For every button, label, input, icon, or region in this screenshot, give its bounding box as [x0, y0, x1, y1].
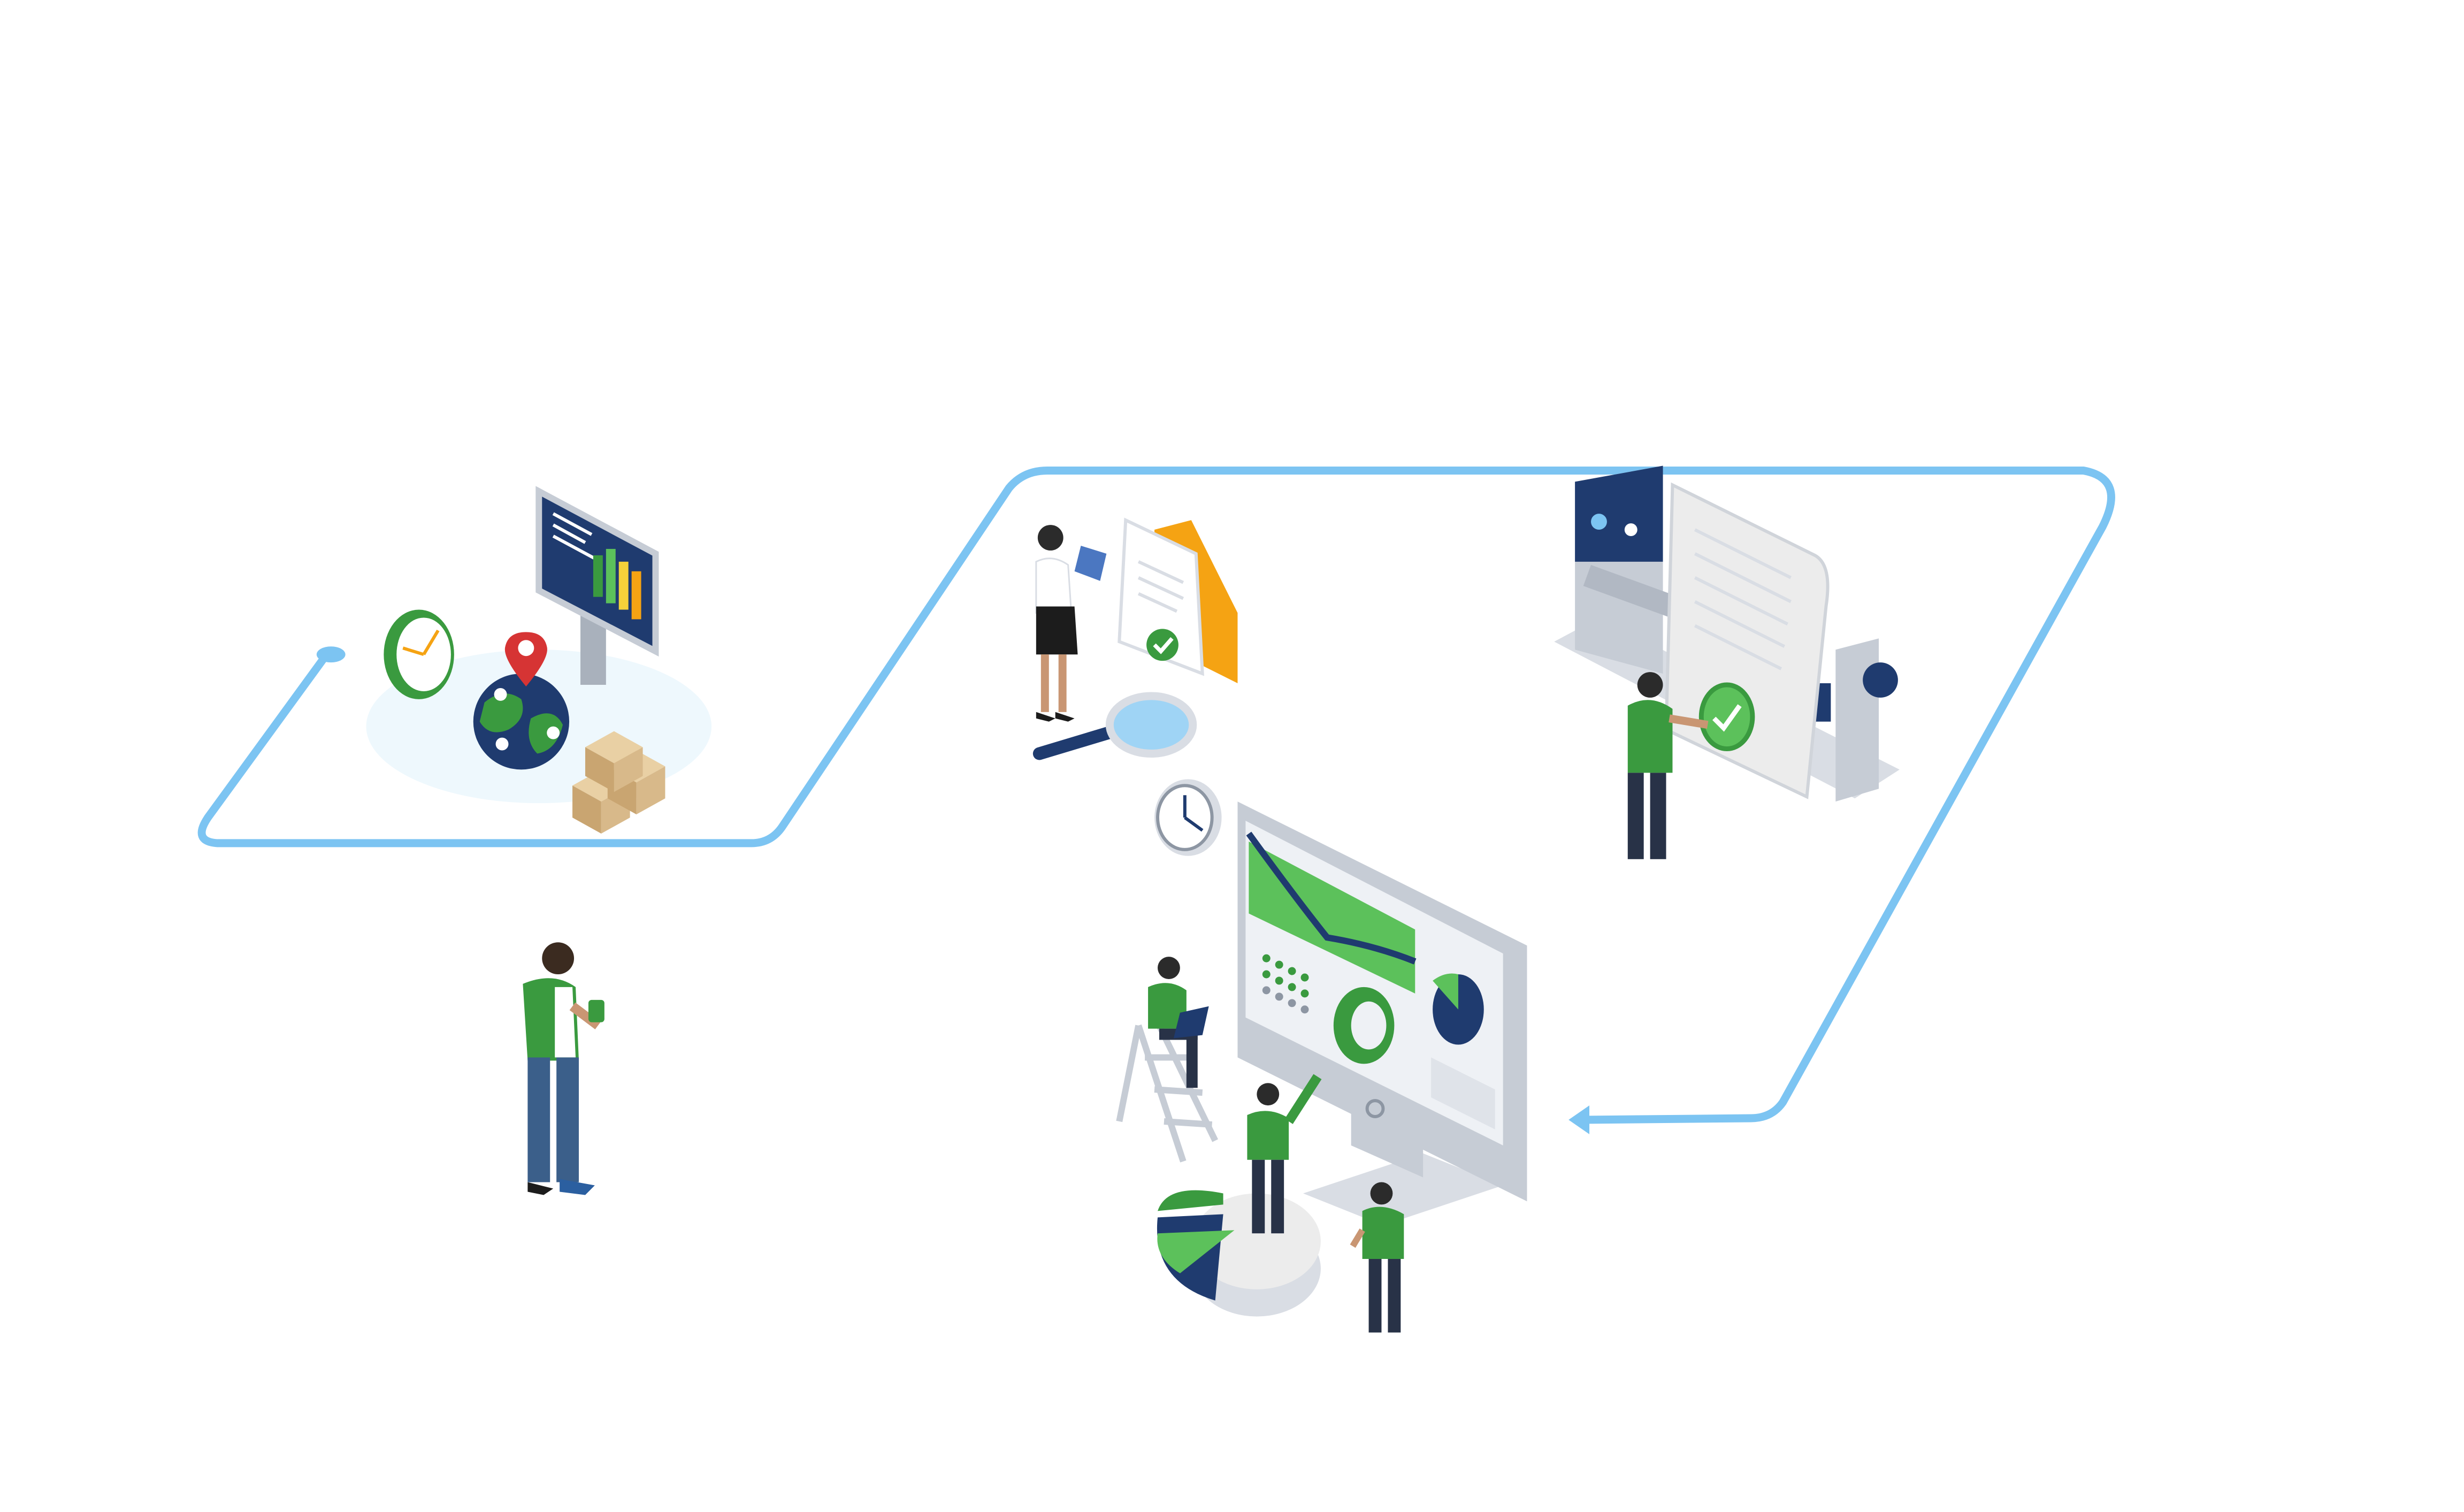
- billboard-chart-icon: [535, 486, 659, 685]
- ladder: [1116, 1024, 1218, 1163]
- manufacturing-machine: [1554, 465, 1900, 859]
- map-pin-icon: [504, 632, 547, 686]
- analytics-dashboard: [1116, 779, 1527, 1333]
- standing-person: [523, 942, 604, 1195]
- path-arrow-icon: [1568, 1105, 1590, 1134]
- pie-chart-icon: [1157, 1190, 1321, 1317]
- worker: [1627, 672, 1709, 859]
- document-scroll: [1664, 482, 1830, 799]
- clock-icon: [384, 609, 454, 699]
- approved-document-icon: [1118, 517, 1204, 676]
- globe-icon: [473, 674, 570, 770]
- path-start-dot: [316, 646, 346, 663]
- magnifier-icon: [1032, 692, 1197, 760]
- document-review: [1032, 517, 1238, 760]
- wall-clock-icon: [1154, 779, 1222, 856]
- monitor-dashboard: [1237, 801, 1527, 1226]
- flow-path: [197, 466, 2115, 1134]
- team-members: [1148, 957, 1404, 1333]
- check-badge-icon: [1698, 682, 1755, 752]
- boxes-icon: [572, 731, 665, 834]
- woman-with-tablet: [1035, 525, 1107, 722]
- logistics-hub: [366, 486, 712, 834]
